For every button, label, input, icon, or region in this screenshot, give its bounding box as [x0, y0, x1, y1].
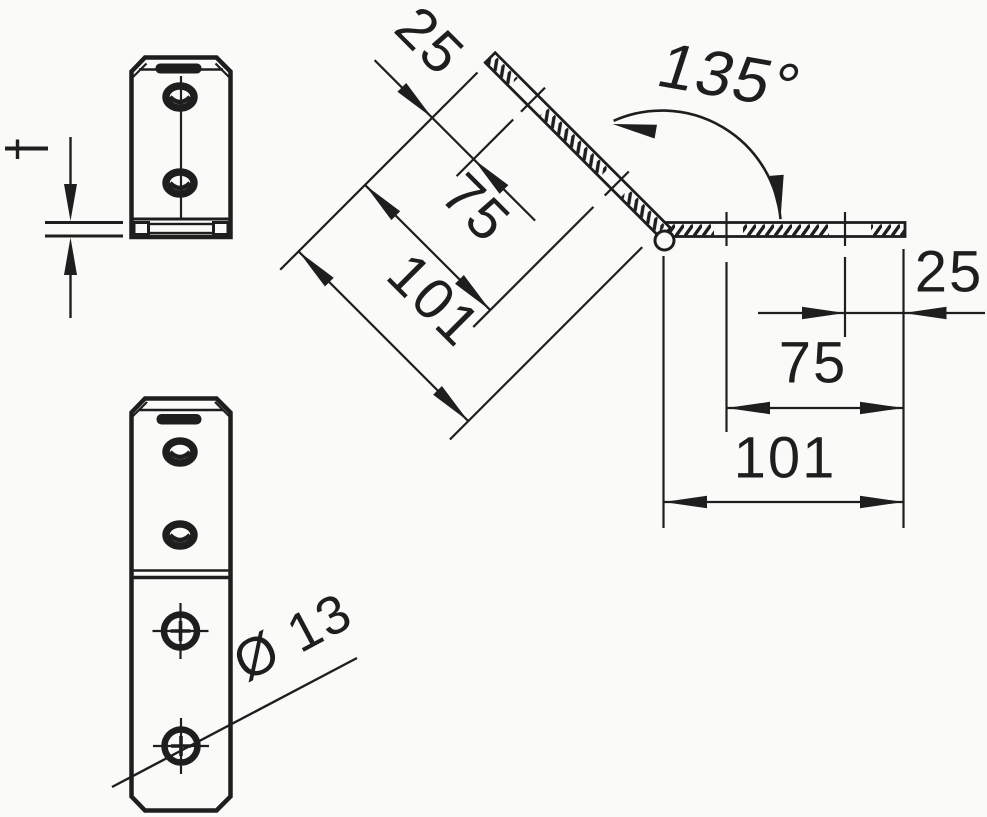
hole-diameter-leader-line	[111, 656, 358, 789]
dim-label-lower-leg-75: 75	[778, 330, 848, 396]
front-view	[129, 396, 233, 813]
dim-label-lower-leg-25: 25	[914, 239, 984, 305]
lower-leg-section	[655, 221, 907, 238]
bend-point-circle	[653, 229, 676, 252]
angle-arc	[612, 109, 784, 220]
thickness-dimension	[5, 137, 123, 318]
dim-label-lower-leg-101: 101	[733, 425, 837, 491]
top-view	[129, 55, 233, 240]
